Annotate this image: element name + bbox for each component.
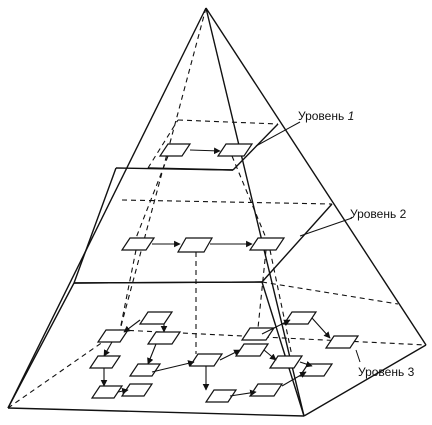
label-leaders (255, 121, 361, 363)
level-2-nodes (120, 237, 286, 253)
node (146, 331, 182, 345)
node (120, 237, 156, 251)
level-2-label: Уровень 2 (350, 207, 407, 221)
node (216, 143, 254, 157)
pyramid-right-edge (205, 7, 427, 346)
level-2-plane (73, 167, 333, 284)
leader-level-1 (255, 121, 301, 147)
node (324, 335, 360, 349)
pyramid-base-right (303, 344, 427, 417)
node (298, 363, 334, 377)
leader-level-2 (299, 217, 353, 237)
node (268, 355, 304, 369)
node (240, 327, 276, 341)
inter-level-links (119, 155, 293, 357)
pyramid-outline (7, 7, 427, 417)
node (234, 343, 270, 357)
level-3-label: Уровень 3 (358, 365, 415, 379)
node (176, 237, 214, 253)
pyramid-base-front (7, 407, 305, 417)
level-3-plane (7, 281, 399, 417)
node (138, 311, 174, 325)
node (188, 353, 224, 367)
level-3-nodes (88, 311, 360, 403)
node (204, 389, 238, 403)
node (282, 311, 318, 325)
node (248, 383, 284, 397)
node (96, 329, 130, 343)
pyramid-left-edge (7, 7, 207, 409)
node (248, 237, 286, 251)
level-1-label: Уровень 1 (298, 109, 354, 123)
node (88, 355, 122, 369)
node (158, 143, 192, 157)
node (90, 385, 124, 399)
node (128, 363, 162, 377)
leader-level-3 (355, 349, 361, 363)
pyramid-base-back-left (7, 329, 121, 409)
pyramid-base-back-right (119, 329, 427, 346)
pyramid-front-edge (205, 7, 305, 417)
level-1-nodes (158, 143, 254, 157)
level-1-links (189, 147, 221, 155)
